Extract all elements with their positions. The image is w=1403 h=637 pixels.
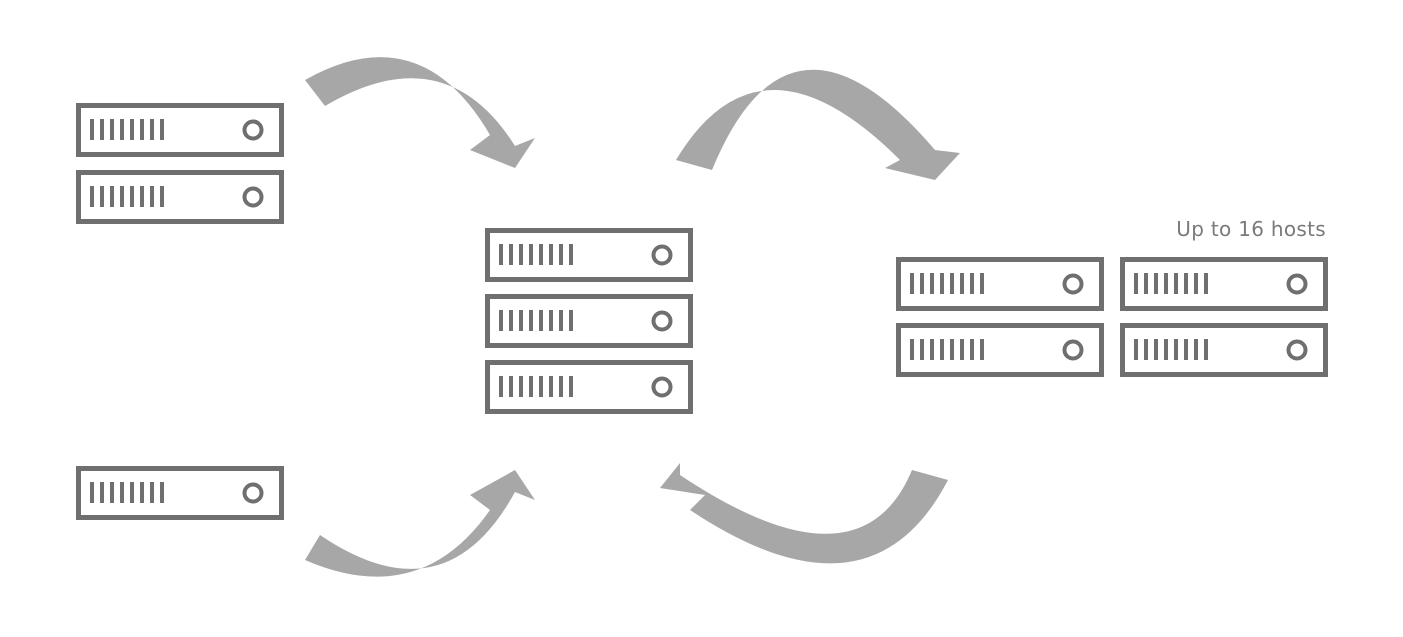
server-rack-icon (79, 469, 282, 518)
server-rack-icon (79, 173, 282, 222)
server-rack-icon (488, 363, 691, 412)
hosts-caption: Up to 16 hosts (1176, 217, 1326, 241)
server-rack-icon (79, 106, 282, 155)
left-bottom-server-group (79, 469, 282, 518)
center-server-group (488, 231, 691, 412)
left-top-server-group (79, 106, 282, 222)
server-rack-icon (488, 231, 691, 280)
arrow-left-top-to-center (305, 57, 535, 168)
right-server-group (899, 260, 1326, 375)
arrow-left-bottom-to-center (305, 470, 535, 577)
server-rack-icon (899, 326, 1102, 375)
server-rack-icon (899, 260, 1102, 309)
arrow-right-to-center (660, 463, 948, 564)
server-rack-icon (1123, 326, 1326, 375)
arrow-center-to-right (676, 69, 960, 180)
server-rack-icon (1123, 260, 1326, 309)
server-rack-icon (488, 297, 691, 346)
